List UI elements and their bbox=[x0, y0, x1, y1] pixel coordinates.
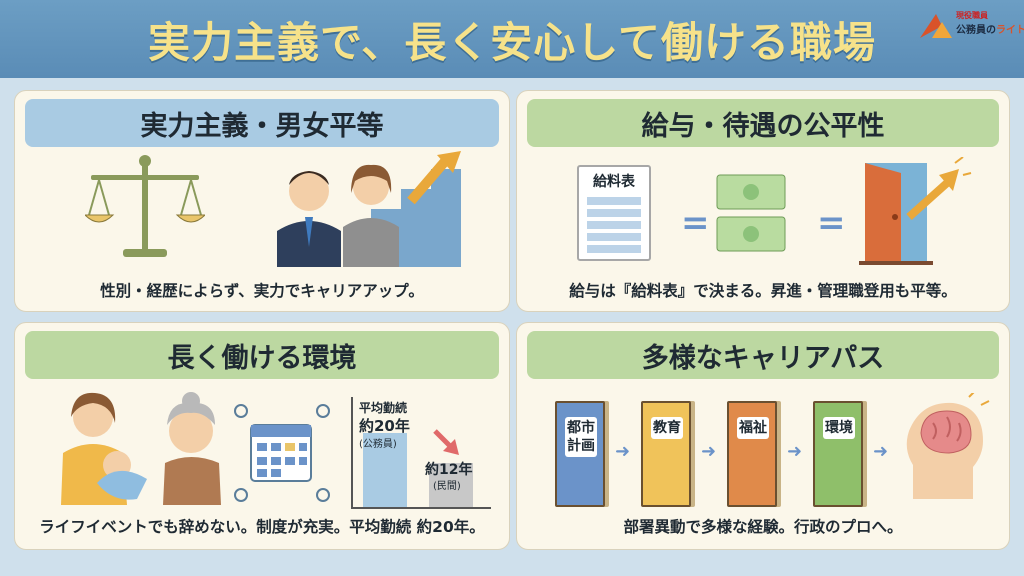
card-longterm-heading: 長く働ける環境 bbox=[25, 331, 499, 379]
page-title: 実力主義で、長く安心して働ける職場 bbox=[147, 17, 877, 67]
bar-private bbox=[429, 463, 473, 507]
salary-table-label: 給料表 bbox=[593, 174, 635, 190]
bar-public-title: 平均勤続 bbox=[359, 401, 408, 415]
card-longterm: 長く働ける環境 平均勤続 約20年 (公務員) 約12年 (民間) bbox=[14, 322, 510, 550]
door-label: 環境 bbox=[823, 417, 855, 439]
door-1: 都市計画 bbox=[555, 401, 605, 507]
salary-table-icon: 給料表 bbox=[577, 165, 651, 261]
equals-icon-2: = bbox=[817, 203, 846, 243]
door-label: 福祉 bbox=[737, 417, 769, 439]
logo-name-accent: ライト bbox=[996, 25, 1024, 36]
door-4: 環境 bbox=[813, 401, 863, 507]
bar-public bbox=[363, 433, 407, 507]
card-pay: 給与・待遇の公平性 給料表 = = 給与は『給料表』で決まる。昇進・管理職登用も… bbox=[516, 90, 1010, 312]
arrow-right-icon: ➜ bbox=[701, 441, 717, 462]
balance-scale-icon bbox=[85, 155, 205, 257]
card-career: 多様なキャリアパス 都市計画 ➜ 教育 ➜ 福祉 ➜ 環境 ➜ 部署異動で多様な経験。行政のプ… bbox=[516, 322, 1010, 550]
card-pay-heading: 給与・待遇の公平性 bbox=[527, 99, 999, 147]
logo-name-prefix: 公務員の bbox=[956, 25, 996, 36]
down-arrow-icon bbox=[433, 429, 459, 455]
bar-public-sub: (公務員) bbox=[359, 439, 397, 450]
card-merit-heading: 実力主義・男女平等 bbox=[25, 99, 499, 147]
bar-public-value: 約20年 bbox=[359, 417, 410, 435]
bar-private-sub: (民間) bbox=[433, 481, 461, 492]
card-merit-caption: 性別・経歴によらず、実力でキャリアアップ。 bbox=[100, 282, 424, 300]
family-illustration bbox=[61, 392, 221, 505]
brand-logo: 現役職員 公務員のライト bbox=[918, 10, 1024, 44]
header-banner: 実力主義で、長く安心して働ける職場 現役職員 公務員のライト bbox=[0, 0, 1024, 78]
door-sequence: 都市計画 ➜ 教育 ➜ 福祉 ➜ 環境 ➜ bbox=[555, 401, 889, 511]
logo-name: 公務員のライト bbox=[956, 21, 1024, 36]
staff-career-up-illustration bbox=[277, 151, 461, 267]
open-door-icon bbox=[859, 157, 972, 265]
logo-tag: 現役職員 bbox=[956, 11, 988, 20]
logo-mark-icon bbox=[920, 14, 952, 38]
door-label: 教育 bbox=[651, 417, 683, 439]
card-career-caption: 部署異動で多様な経験。行政のプロへ。 bbox=[623, 518, 903, 536]
banknotes-icon bbox=[716, 174, 786, 252]
bar-private-value: 約12年 bbox=[425, 462, 473, 478]
arrow-right-icon: ➜ bbox=[873, 441, 889, 462]
tenure-bar-chart: 平均勤続 約20年 (公務員) 約12年 (民間) bbox=[351, 397, 491, 509]
door-3: 福祉 bbox=[727, 401, 777, 507]
arrow-right-icon: ➜ bbox=[615, 441, 631, 462]
brain-head-icon bbox=[906, 393, 990, 499]
card-pay-caption: 給与は『給料表』で決まる。昇進・管理職登用も平等。 bbox=[569, 282, 957, 300]
equals-icon: = bbox=[681, 203, 710, 243]
card-merit: 実力主義・男女平等 性別・経歴によらず、実力でキャリアアップ。 bbox=[14, 90, 510, 312]
door-label: 都市計画 bbox=[565, 417, 597, 457]
arrow-right-icon: ➜ bbox=[787, 441, 803, 462]
card-career-heading: 多様なキャリアパス bbox=[527, 331, 999, 379]
card-longterm-caption: ライフイベントでも辞めない。制度が充実。平均勤続 約20年。 bbox=[39, 518, 485, 536]
calendar-network-icon bbox=[234, 404, 330, 502]
salary-table-rows bbox=[587, 197, 641, 255]
door-2: 教育 bbox=[641, 401, 691, 507]
